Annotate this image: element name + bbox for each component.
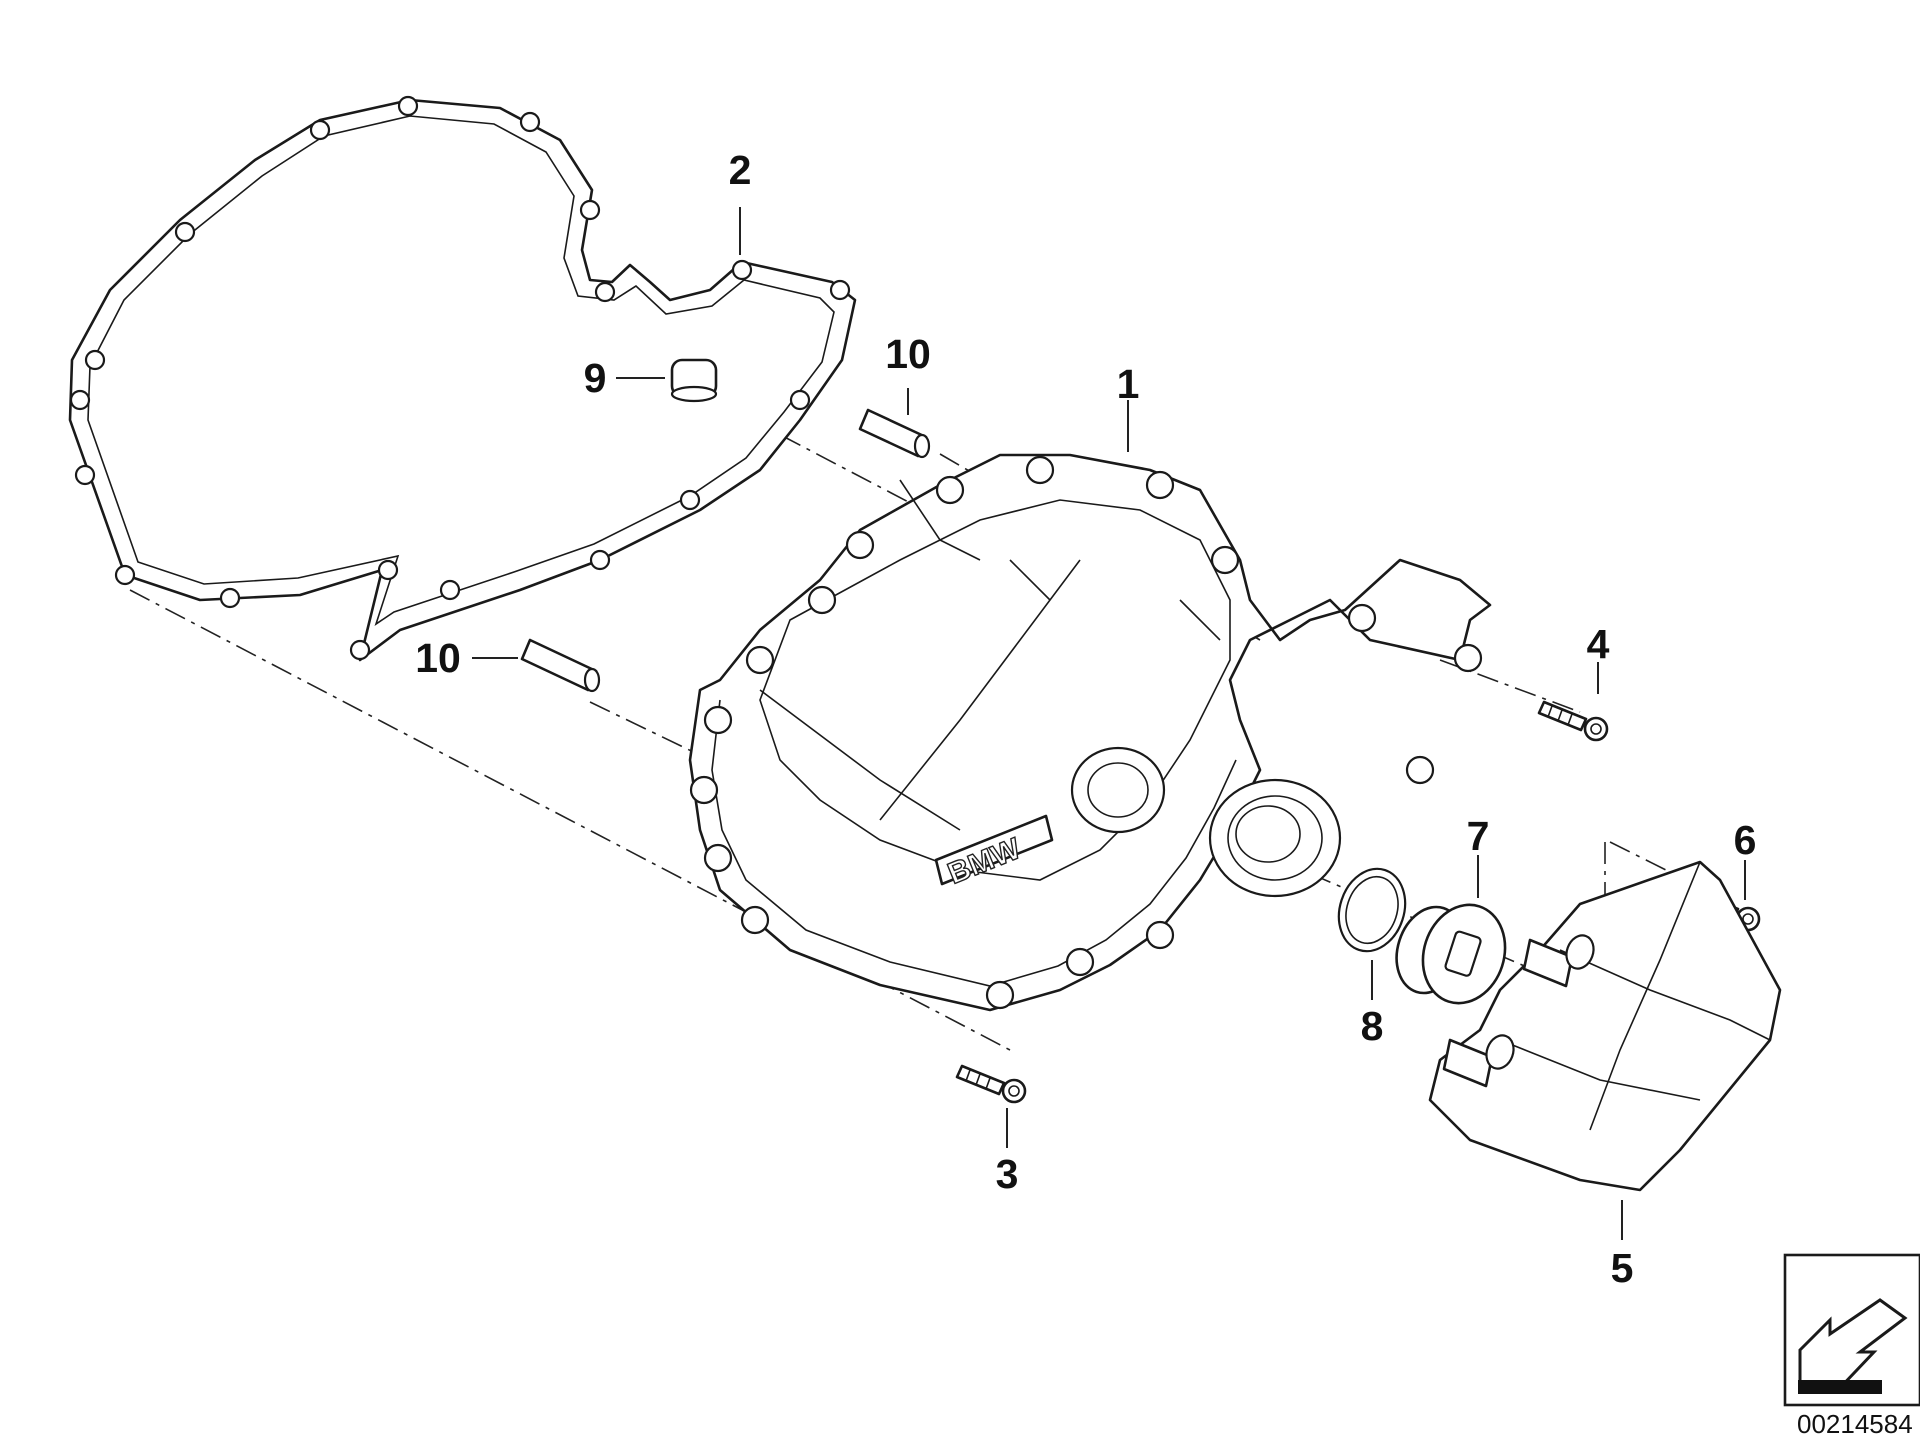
callout-6: 6 <box>1734 817 1757 863</box>
callout-10-lower: 10 <box>415 635 461 681</box>
gasket-part <box>68 95 857 662</box>
catalog-number: 00214584 <box>1797 1409 1913 1439</box>
bushing-part <box>670 358 718 403</box>
dowel-pin-upper <box>858 408 931 459</box>
callout-8: 8 <box>1361 1003 1384 1049</box>
callout-7: 7 <box>1467 813 1490 859</box>
callout-2: 2 <box>729 147 752 193</box>
callout-1: 1 <box>1117 361 1140 407</box>
callout-leaders <box>472 207 1746 1240</box>
callouts: 1 2 3 4 5 6 7 8 9 10 10 <box>415 147 1756 1291</box>
o-ring-part <box>1337 867 1407 953</box>
view-direction-box: 00214584 <box>1783 1253 1920 1439</box>
gasket-bolt-holes <box>69 95 851 661</box>
cover-bolt-bosses <box>689 455 1483 1010</box>
dowel-pin-lower <box>520 638 601 693</box>
callout-4: 4 <box>1587 621 1610 667</box>
callout-5: 5 <box>1611 1245 1634 1291</box>
callout-3: 3 <box>996 1151 1019 1197</box>
cover-panel-part <box>1428 860 1782 1192</box>
callout-10-upper: 10 <box>885 331 931 377</box>
bolt-3-part <box>955 1064 1027 1104</box>
engine-cover-part: BMW <box>688 453 1492 1012</box>
callout-9: 9 <box>584 355 607 401</box>
screw-plug-part <box>1395 903 1507 1005</box>
bolt-4-part <box>1537 700 1609 742</box>
